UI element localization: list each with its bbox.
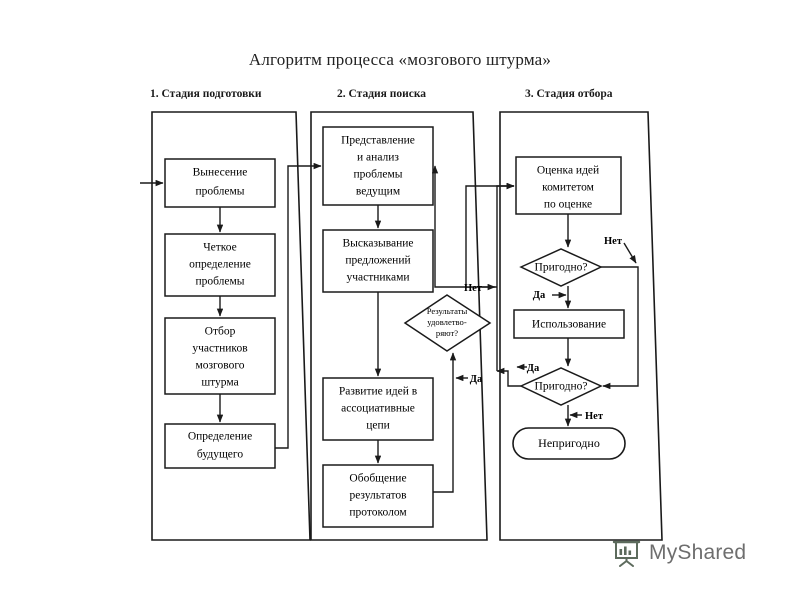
node-label: будущего xyxy=(197,449,243,461)
node-vyskazyvanie-predlozhenij: Высказывание предложений участниками xyxy=(322,229,434,293)
node-label: Четкое xyxy=(203,242,237,254)
node-razvitie-idej: Развитие идей в ассоциативные цепи xyxy=(322,377,434,441)
node-label: Вынесение xyxy=(193,167,248,179)
edge-prigodno2-yes-to-feedback xyxy=(496,367,521,387)
node-label: проблемы xyxy=(195,186,244,198)
watermark-label: MyShared xyxy=(649,541,747,564)
edge-label-no-sel2: Нет xyxy=(585,411,604,422)
node-label: Оценка идей xyxy=(537,165,599,177)
node-label: мозгового xyxy=(195,360,244,372)
node-label: удовлетво- xyxy=(427,317,467,327)
column-heading-preparation: 1. Стадия подготовки xyxy=(150,88,262,100)
node-label: и анализ xyxy=(357,152,399,164)
node-label: ассоциативные xyxy=(341,403,415,415)
node-label: проблемы xyxy=(353,169,402,181)
node-label: комитетом xyxy=(542,182,595,194)
node-label: Результаты xyxy=(427,306,468,316)
node-label: Высказывание xyxy=(342,238,413,250)
edge-label-no-search: Нет xyxy=(464,283,483,294)
node-label: участников xyxy=(192,343,248,355)
node-obobshchenie-rezultatov: Обобщение результатов протоколом xyxy=(322,464,434,528)
node-label: Развитие идей в xyxy=(339,386,418,398)
node-label: Представление xyxy=(341,135,415,147)
edge-obobshchenie-to-diamond-yes xyxy=(433,352,457,493)
edge-label-yes-sel2: Да xyxy=(527,363,540,374)
node-opredelenie-budushchego: Определение будущего xyxy=(164,423,276,469)
watermark: MyShared xyxy=(612,538,746,568)
edge-label-yes-sel1: Да xyxy=(533,290,546,301)
edge-no-entry-into-prigodno1 xyxy=(623,242,637,264)
node-vynesenie-problemy: Вынесение проблемы xyxy=(164,158,276,208)
node-label: Обобщение xyxy=(349,473,406,485)
node-predstavlenie-i-analiz: Представление и анализ проблемы ведущим xyxy=(322,126,434,206)
node-ocenka-idej-komitetom: Оценка идей комитетом по оценке xyxy=(515,156,622,215)
node-rezultaty-udovletvoryayut: Результаты удовлетво- ряют? xyxy=(403,294,492,352)
edge-feedback-to-ocenka xyxy=(496,182,515,371)
node-label: Отбор xyxy=(205,326,236,338)
node-label: протоколом xyxy=(349,507,407,519)
edge-prigodno1-no-loop xyxy=(601,266,639,390)
node-prigodno-2: Пригодно? xyxy=(519,367,603,406)
node-label: предложений xyxy=(345,255,410,267)
node-label: результатов xyxy=(349,490,407,502)
edge-label-yes-search: Да xyxy=(470,374,483,385)
node-label: Определение xyxy=(188,431,252,443)
node-ispolzovanie: Использование xyxy=(513,309,625,339)
column-heading-search: 2. Стадия поиска xyxy=(337,88,427,100)
node-chetkoe-opredelenie-problemy: Четкое определение проблемы xyxy=(164,233,276,297)
node-label: по оценке xyxy=(544,199,592,211)
node-label: ряют? xyxy=(436,328,458,338)
edge-opredelenie-to-predstavlenie xyxy=(275,162,322,449)
node-label: Использование xyxy=(532,319,606,331)
node-label: ведущим xyxy=(356,186,401,198)
column-heading-selection: 3. Стадия отбора xyxy=(525,88,613,100)
node-label: Пригодно? xyxy=(535,381,588,393)
edge-label-no-sel1: Нет xyxy=(604,236,623,247)
node-label: участниками xyxy=(346,272,409,284)
edge-diamond-no-to-predstavlenie xyxy=(431,165,497,288)
node-otbor-uchastnikov: Отбор участников мозгового штурма xyxy=(164,317,276,395)
node-label: Непригодно xyxy=(538,436,600,450)
node-label: штурма xyxy=(201,377,238,389)
page-title: Алгоритм процесса «мозгового штурма» xyxy=(248,50,552,69)
presentation-chart-icon xyxy=(612,540,641,567)
node-label: проблемы xyxy=(195,276,244,288)
node-label: Пригодно? xyxy=(535,262,588,274)
node-label: определение xyxy=(189,259,251,271)
node-neprigodno: Непригодно xyxy=(512,427,626,460)
node-label: цепи xyxy=(366,420,390,432)
